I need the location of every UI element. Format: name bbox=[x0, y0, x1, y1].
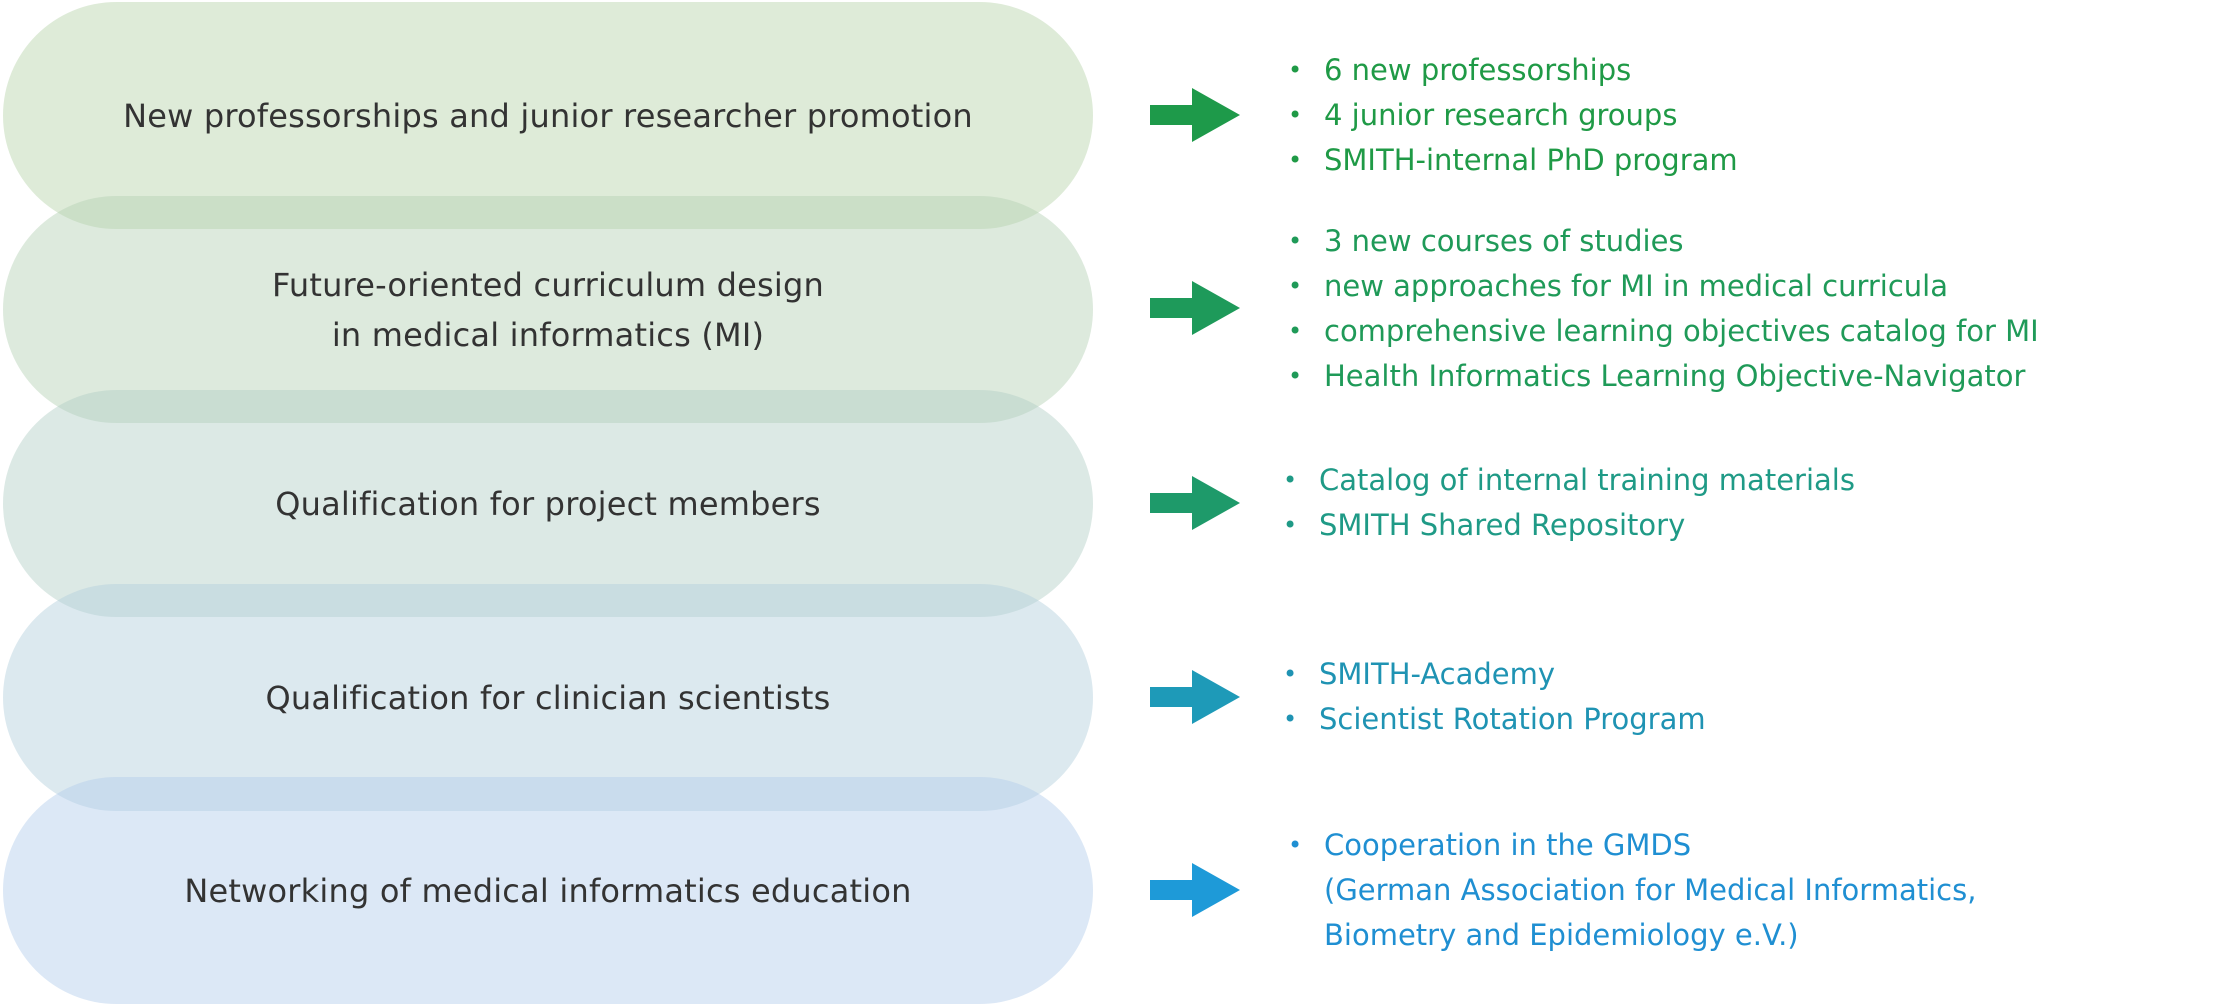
pill-label: Qualification for clinician scientists bbox=[265, 678, 831, 717]
arrow-icon bbox=[1150, 863, 1240, 917]
bullet-list-networking: Cooperation in the GMDS (German Associat… bbox=[1288, 823, 1976, 958]
list-item: Scientist Rotation Program bbox=[1283, 697, 1706, 742]
list-item: SMITH-internal PhD program bbox=[1288, 138, 1738, 183]
arrow-icon bbox=[1150, 88, 1240, 142]
list-item: 6 new professorships bbox=[1288, 48, 1738, 93]
list-item: Health Informatics Learning Objective-Na… bbox=[1288, 354, 2039, 399]
pill-project-members: Qualification for project members bbox=[3, 390, 1093, 617]
list-item: Cooperation in the GMDS (German Associat… bbox=[1288, 823, 1976, 958]
bullet-list-curriculum: 3 new courses of studies new approaches … bbox=[1288, 219, 2039, 399]
pill-clinician-scientists: Qualification for clinician scientists bbox=[3, 584, 1093, 811]
arrow-icon bbox=[1150, 476, 1240, 530]
arrow-icon bbox=[1150, 670, 1240, 724]
list-item: comprehensive learning objectives catalo… bbox=[1288, 309, 2039, 354]
list-item: 3 new courses of studies bbox=[1288, 219, 2039, 264]
arrow-icon bbox=[1150, 281, 1240, 335]
pill-label: Future-oriented curriculum design in med… bbox=[271, 265, 825, 354]
list-item: SMITH-Academy bbox=[1283, 652, 1706, 697]
bullet-list-clinician-scientists: SMITH-Academy Scientist Rotation Program bbox=[1283, 652, 1706, 742]
list-item: Catalog of internal training materials bbox=[1283, 458, 1855, 503]
list-item: new approaches for MI in medical curricu… bbox=[1288, 264, 2039, 309]
bullet-list-project-members: Catalog of internal training materials S… bbox=[1283, 458, 1855, 548]
pill-professorships: New professorships and junior researcher… bbox=[3, 2, 1093, 229]
pill-networking: Networking of medical informatics educat… bbox=[3, 777, 1093, 1004]
pill-curriculum: Future-oriented curriculum design in med… bbox=[3, 196, 1093, 423]
pill-label: New professorships and junior researcher… bbox=[123, 96, 973, 135]
list-item: SMITH Shared Repository bbox=[1283, 503, 1855, 548]
pill-label: Networking of medical informatics educat… bbox=[184, 871, 912, 910]
list-item: 4 junior research groups bbox=[1288, 93, 1738, 138]
pill-label: Qualification for project members bbox=[275, 484, 821, 523]
bullet-list-professorships: 6 new professorships 4 junior research g… bbox=[1288, 48, 1738, 183]
